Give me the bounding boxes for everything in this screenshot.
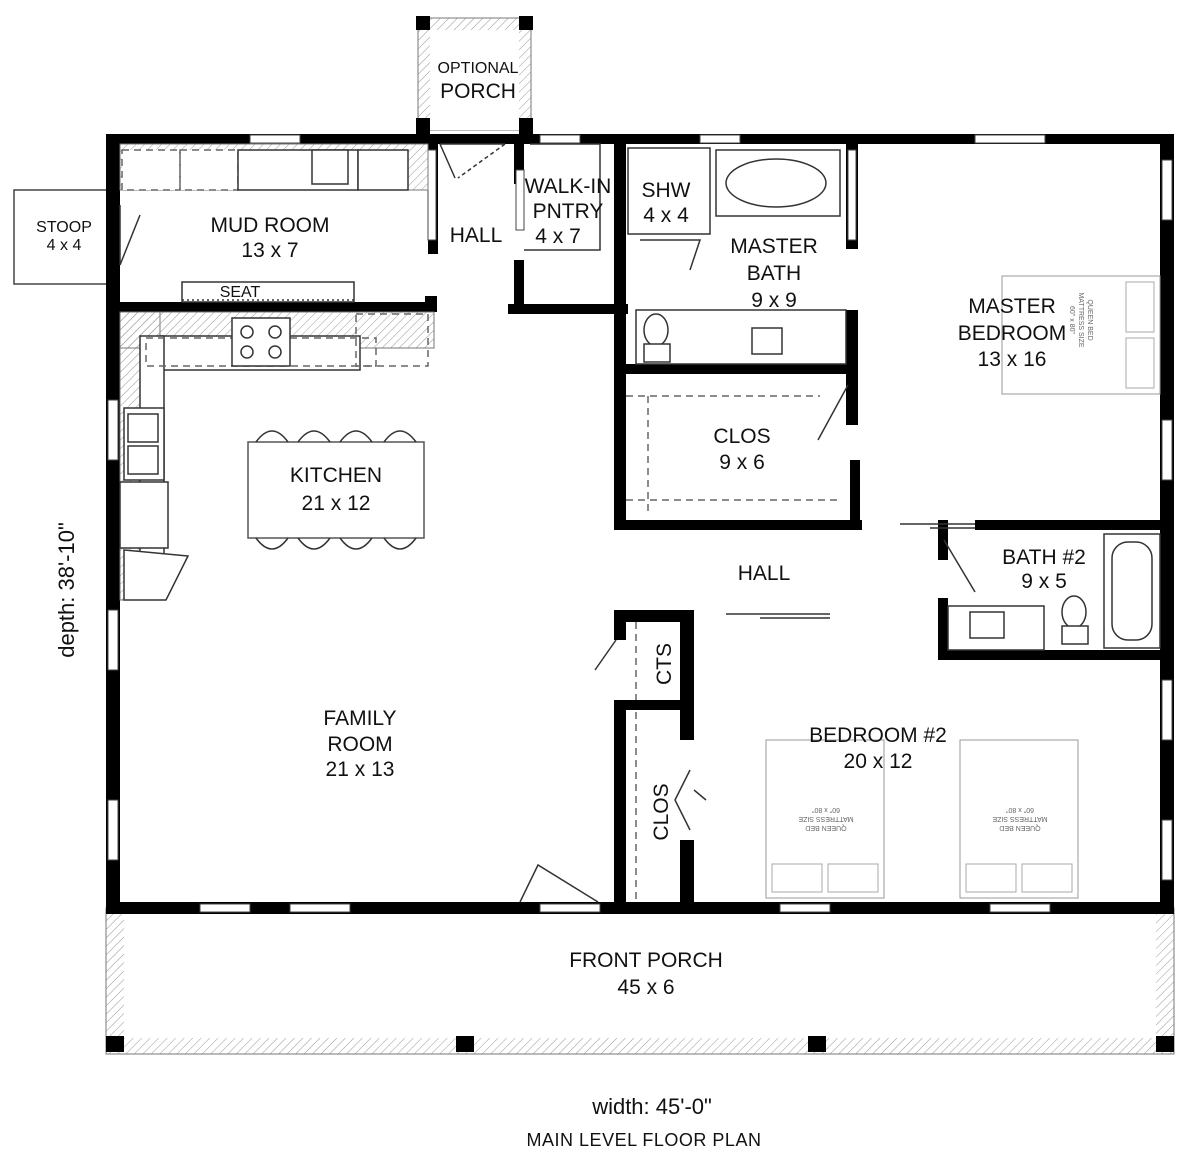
- pantry-label-1: WALK-IN: [525, 175, 612, 198]
- master-bed: QUEEN BED MATTRESS SIZE 60" x 80": [1001, 275, 1161, 395]
- stoop: [13, 189, 111, 285]
- bed-a-label-2: MATTRESS SIZE: [798, 815, 853, 822]
- mud-room-label: MUD ROOM: [211, 214, 330, 237]
- master-bath-label-2: BATH: [747, 262, 801, 285]
- closet-small-label: CLOS: [650, 783, 673, 840]
- pantry-label-2: PNTRY: [533, 200, 604, 223]
- hall-center-label: HALL: [738, 562, 791, 585]
- bedroom-2-label: BEDROOM #2: [809, 724, 947, 747]
- kitchen-fixtures: [119, 311, 435, 601]
- plan-title: MAIN LEVEL FLOOR PLAN: [527, 1130, 762, 1150]
- closet-rod: [626, 395, 840, 516]
- optional-porch: [416, 16, 533, 138]
- stools-bottom: [255, 537, 417, 550]
- depth-dimension: depth: 38'-10": [54, 522, 79, 658]
- mud-room-fixtures: [119, 143, 429, 303]
- kitchen-size: 21 x 12: [302, 492, 371, 515]
- front-porch-label: FRONT PORCH: [569, 949, 723, 972]
- optional-porch-label-1: OPTIONAL: [438, 60, 519, 77]
- bath-2-fixtures: [947, 533, 1161, 651]
- family-room-size: 21 x 13: [326, 758, 395, 781]
- kitchen-label: KITCHEN: [290, 464, 382, 487]
- master-bath-fixtures: [627, 147, 847, 365]
- shower-label: SHW: [642, 179, 691, 202]
- master-bedroom-size: 13 x 16: [978, 348, 1047, 371]
- bedroom-2-size: 20 x 12: [844, 750, 913, 773]
- width-dimension: width: 45'-0": [591, 1094, 712, 1119]
- hall-upper-label: HALL: [450, 224, 503, 247]
- seat-label: SEAT: [220, 284, 261, 301]
- master-bedroom-label-1: MASTER: [968, 295, 1056, 318]
- exterior-walls: [106, 134, 1174, 914]
- bath-2-size: 9 x 5: [1021, 570, 1067, 593]
- master-bed-label-1: QUEEN BED: [1086, 299, 1093, 340]
- master-bed-label-2: MATTRESS SIZE: [1077, 292, 1084, 347]
- room-labels: OPTIONAL PORCH STOOP 4 x 4 MUD ROOM 13 x…: [36, 60, 1086, 999]
- cts-label: CTS: [653, 643, 676, 685]
- kitchen-island: [247, 430, 425, 550]
- doors: [119, 143, 976, 903]
- master-bath-size: 9 x 9: [751, 289, 797, 312]
- stoop-size: 4 x 4: [47, 237, 82, 254]
- pantry-size: 4 x 7: [535, 225, 581, 248]
- stools-top: [255, 430, 417, 443]
- bedroom-2-beds: QUEEN BED MATTRESS SIZE 60" x 80" QUEEN …: [765, 739, 1079, 899]
- master-bedroom-label-2: BEDROOM: [958, 322, 1067, 345]
- front-porch: [105, 907, 1175, 1055]
- family-room-label-1: FAMILY: [323, 707, 396, 730]
- shower-size: 4 x 4: [643, 204, 689, 227]
- bed-b-label-2: MATTRESS SIZE: [992, 815, 1047, 822]
- pantry-shelves: [524, 143, 601, 251]
- mud-room-size: 13 x 7: [241, 239, 298, 262]
- bath-2-label: BATH #2: [1002, 546, 1086, 569]
- bed-b-label-3: 60" x 80": [1006, 806, 1034, 813]
- optional-porch-label-2: PORCH: [440, 80, 516, 103]
- master-bath-label-1: MASTER: [730, 235, 818, 258]
- front-porch-size: 45 x 6: [617, 976, 674, 999]
- family-room-label-2: ROOM: [327, 733, 392, 756]
- bed-b-label-1: QUEEN BED: [999, 824, 1040, 831]
- bed-a-label-3: 60" x 80": [812, 806, 840, 813]
- stoop-label: STOOP: [36, 219, 92, 236]
- closet-master-size: 9 x 6: [719, 451, 765, 474]
- closet-master-label: CLOS: [713, 425, 770, 448]
- bed-a-label-1: QUEEN BED: [805, 824, 846, 831]
- dimensions: depth: 38'-10" width: 45'-0": [54, 522, 712, 1119]
- master-bed-label-3: 60" x 80": [1068, 306, 1075, 334]
